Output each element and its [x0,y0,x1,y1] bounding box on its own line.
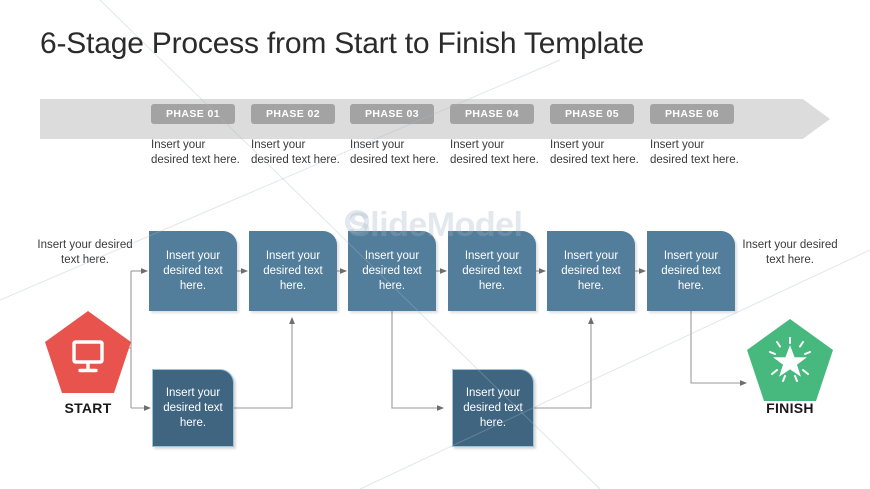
start-pentagon[interactable] [44,310,132,394]
finish-pentagon[interactable] [746,318,834,402]
process-box-top-2[interactable]: Insert your desired text here. [249,231,337,311]
phase-description-5: Insert your desired text here. [550,139,639,166]
phase-chip-2[interactable]: PHASE 02 [251,104,335,124]
process-box-label: Insert your desired text here. [661,249,721,292]
phase-chip-5[interactable]: PHASE 05 [550,104,634,124]
sparkle-icon [769,337,811,382]
phase-description-3: Insert your desired text here. [350,139,439,166]
process-box-label: Insert your desired text here. [163,249,223,292]
finish-caption: Insert your desired text here. [742,239,838,266]
phase-chip-1[interactable]: PHASE 01 [151,104,235,124]
page-title: 6-Stage Process from Start to Finish Tem… [40,27,645,60]
phase-description-2: Insert your desired text here. [251,139,340,166]
phase-chip-3[interactable]: PHASE 03 [350,104,434,124]
process-box-label: Insert your desired text here. [163,386,223,429]
phase-chip-6[interactable]: PHASE 06 [650,104,734,124]
monitor-icon [72,340,104,373]
finish-label: FINISH [766,400,814,416]
process-box-top-6[interactable]: Insert your desired text here. [647,231,735,311]
phase-description-1: Insert your desired text here. [151,139,240,166]
phase-chip-label: PHASE 01 [166,108,220,120]
phase-chip-label: PHASE 05 [565,108,619,120]
start-label: START [64,400,112,416]
process-box-top-1[interactable]: Insert your desired text here. [149,231,237,311]
phase-chip-label: PHASE 02 [266,108,320,120]
start-caption: Insert your desired text here. [37,239,133,266]
process-box-top-4[interactable]: Insert your desired text here. [448,231,536,311]
process-box-label: Insert your desired text here. [263,249,323,292]
phase-chip-label: PHASE 03 [365,108,419,120]
process-box-label: Insert your desired text here. [462,249,522,292]
process-box-label: Insert your desired text here. [362,249,422,292]
process-box-label: Insert your desired text here. [561,249,621,292]
phase-description-4: Insert your desired text here. [450,139,539,166]
process-box-top-3[interactable]: Insert your desired text here. [348,231,436,311]
process-box-bottom-1[interactable]: Insert your desired text here. [152,369,234,447]
process-box-bottom-2[interactable]: Insert your desired text here. [452,369,534,447]
process-box-top-5[interactable]: Insert your desired text here. [547,231,635,311]
phase-chip-4[interactable]: PHASE 04 [450,104,534,124]
phase-chip-label: PHASE 06 [665,108,719,120]
phase-chip-label: PHASE 04 [465,108,519,120]
process-box-label: Insert your desired text here. [463,386,523,429]
phase-description-6: Insert your desired text here. [650,139,739,166]
